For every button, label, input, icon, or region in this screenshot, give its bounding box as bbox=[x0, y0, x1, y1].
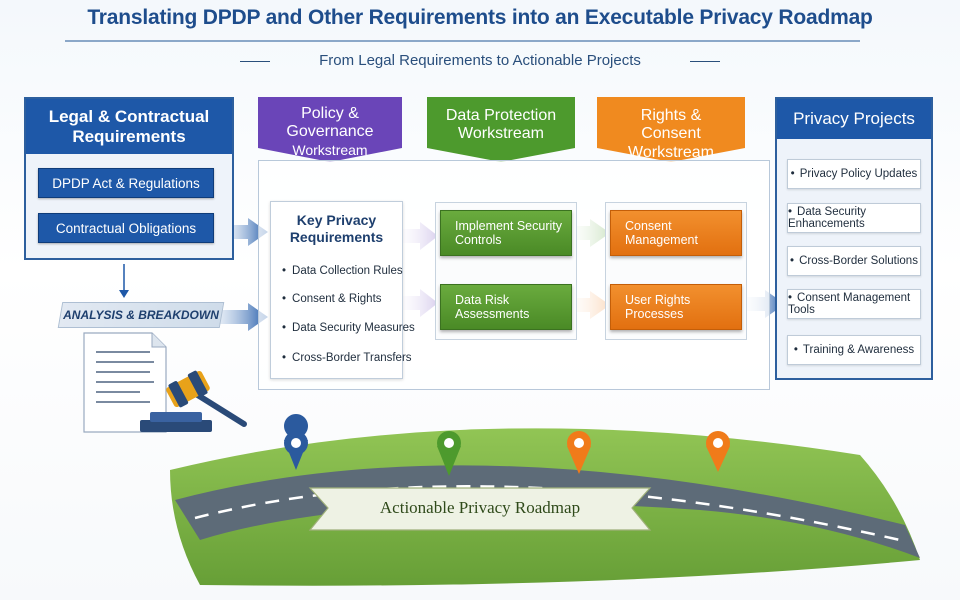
requirement-item: Data Security Measures bbox=[282, 322, 415, 334]
requirement-item: Data Collection Rules bbox=[282, 265, 403, 277]
subtitle-rule-left bbox=[240, 61, 270, 62]
page-title: Translating DPDP and Other Requirements … bbox=[87, 6, 873, 29]
project-item: Consent Management Tools bbox=[787, 289, 921, 319]
project-item-label: Privacy Policy Updates bbox=[791, 168, 918, 180]
requirement-item: Cross-Border Transfers bbox=[282, 352, 412, 364]
data-protection-workstream-title: Data Protection Workstream bbox=[445, 107, 557, 143]
location-pin-icon bbox=[567, 431, 591, 474]
key-requirements-card bbox=[270, 201, 403, 379]
project-item-label: Data Security Enhancements bbox=[788, 206, 920, 230]
gavel-icon bbox=[140, 370, 247, 432]
data-risk-assessments-card: Data Risk Assessments bbox=[440, 284, 572, 330]
consent-management-card: Consent Management bbox=[610, 210, 742, 256]
project-item: Privacy Policy Updates bbox=[787, 159, 921, 189]
user-rights-processes-card: User Rights Processes bbox=[610, 284, 742, 330]
data-protection-workstream-header: Data Protection Workstream bbox=[427, 97, 575, 144]
analysis-label: ANALYSIS & BREAKDOWN bbox=[63, 308, 219, 322]
road-dash bbox=[194, 485, 901, 542]
policy-workstream-header: Policy & Governance Workstream bbox=[258, 97, 402, 158]
dpdp-act-item: DPDP Act & Regulations bbox=[38, 168, 214, 198]
title-divider bbox=[65, 40, 860, 42]
project-item-label: Cross-Border Solutions bbox=[790, 255, 918, 267]
rights-workstream-header: Rights & Consent Workstream bbox=[597, 97, 745, 162]
roadmap-banner-shape bbox=[308, 487, 652, 531]
location-pin-icon bbox=[437, 431, 461, 476]
policy-workstream-subtitle: Workstream bbox=[292, 141, 368, 158]
location-pin-icon bbox=[706, 431, 730, 472]
key-requirements-title: Key Privacy Requirements bbox=[289, 212, 384, 245]
project-item: Training & Awareness bbox=[787, 335, 921, 365]
roadmap-label: Actionable Privacy Roadmap bbox=[379, 498, 581, 517]
rights-banner-shape bbox=[597, 97, 745, 162]
rights-workstream-title: Rights & Consent Workstream bbox=[628, 107, 714, 161]
project-item-label: Training & Awareness bbox=[794, 344, 914, 356]
requirement-item: Consent & Rights bbox=[282, 293, 382, 305]
legal-requirements-heading: Legal & Contractual Requirements bbox=[26, 99, 232, 154]
privacy-projects-panel bbox=[775, 97, 933, 380]
contractual-obligations-item: Contractual Obligations bbox=[38, 213, 214, 243]
privacy-projects-heading: Privacy Projects bbox=[777, 99, 931, 139]
arrow-right-icon bbox=[210, 303, 268, 331]
project-item: Data Security Enhancements bbox=[787, 203, 921, 233]
data-protection-banner-shape bbox=[427, 97, 575, 162]
policy-banner-shape bbox=[258, 97, 402, 162]
location-pin-icon bbox=[284, 414, 309, 470]
document-icon bbox=[83, 332, 167, 433]
implement-security-controls-card: Implement Security Controls bbox=[440, 210, 572, 256]
subtitle: From Legal Requirements to Actionable Pr… bbox=[319, 52, 641, 69]
project-item: Cross-Border Solutions bbox=[787, 246, 921, 276]
subtitle-rule-right bbox=[690, 61, 720, 62]
policy-workstream-title: Policy & Governance bbox=[286, 105, 374, 141]
project-item-label: Consent Management Tools bbox=[788, 292, 920, 316]
